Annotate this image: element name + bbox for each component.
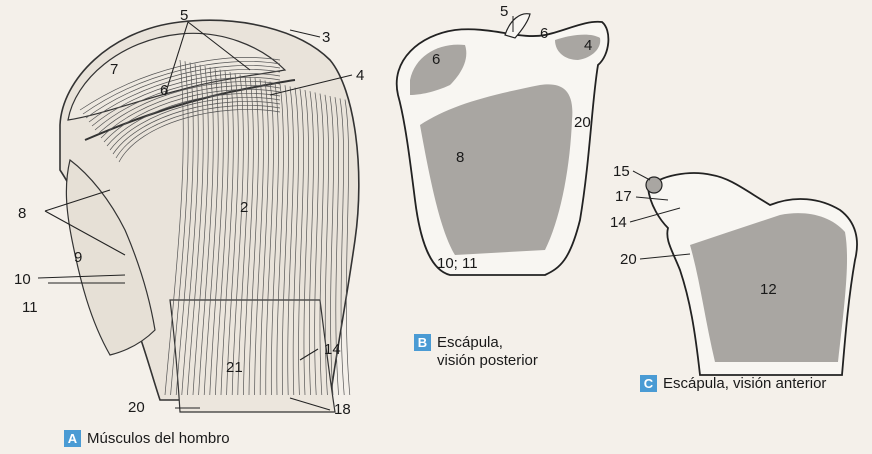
label-b-8: 8 [456,149,464,166]
caption-b: B Escápula, visión posterior [414,334,538,370]
label-b-6-top: 6 [540,25,548,42]
label-c-17: 17 [615,188,632,205]
label-c-20: 20 [620,251,637,268]
caption-a-text: Músculos del hombro [87,430,230,447]
label-a-20: 20 [128,399,145,416]
label-a-7: 7 [110,61,118,78]
label-a-11: 11 [22,299,38,316]
label-b-6: 6 [432,51,440,68]
caption-b-line1: Escápula, [437,334,503,351]
arm-muscles [170,300,335,412]
label-a-18: 18 [334,401,351,418]
label-a-10: 10 [14,271,31,288]
label-b-20: 20 [574,114,591,131]
caption-b-line2: visión posterior [437,352,538,369]
caption-c: C Escápula, visión anterior [640,375,826,393]
badge-c: C [640,375,657,392]
label-a-21: 21 [226,359,243,376]
label-b-4: 4 [584,37,592,54]
label-a-3: 3 [322,29,330,46]
label-a-8: 8 [18,205,26,222]
label-b-10-11: 10; 11 [437,255,478,272]
badge-a: A [64,430,81,447]
label-a-6: 6 [160,82,168,99]
panel-c-scapula-anterior: 15 17 14 20 12 [610,163,857,375]
label-c-15: 15 [613,163,630,180]
badge-b: B [414,334,431,351]
caption-c-text: Escápula, visión anterior [663,375,826,392]
label-a-4: 4 [356,67,364,84]
label-b-5: 5 [500,3,508,20]
coracoid-process [505,14,530,38]
label-c-12: 12 [760,281,777,298]
label-c-14: 14 [610,214,627,231]
label-a-2: 2 [240,199,248,216]
label-a-9: 9 [74,249,82,266]
label-a-5: 5 [180,7,188,24]
panel-a-shoulder-muscles: 5 3 7 6 4 2 8 9 10 11 21 20 14 18 [14,7,364,418]
panel-b-scapula-posterior: 5 6 4 6 20 8 10; 11 [397,3,609,275]
caption-a: A Músculos del hombro [64,430,230,448]
label-a-14: 14 [324,341,341,358]
